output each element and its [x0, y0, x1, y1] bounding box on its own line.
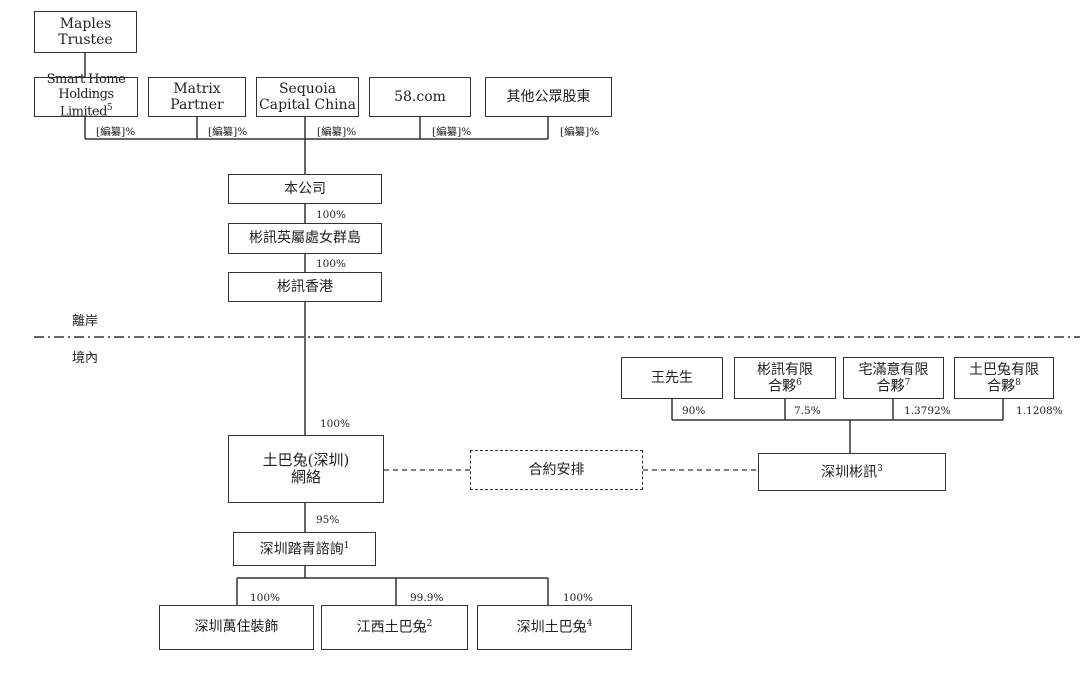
- other-shareholders-box: 其他公眾股東: [485, 77, 612, 117]
- zhaimanyi-lp-box: 宅滿意有限 合夥7: [843, 357, 944, 399]
- pct-taqing-to-jiangxi: 99.9%: [410, 592, 444, 604]
- maples-line1: Maples: [59, 15, 112, 32]
- maples-trustee-box: Maples Trustee: [34, 11, 137, 53]
- binxun-lp-line2: 合夥6: [768, 377, 802, 395]
- smart-home-line1: Smart Home: [46, 72, 126, 88]
- hk-box: 彬訊香港: [228, 272, 382, 302]
- footnote-marker: 4: [586, 619, 593, 630]
- pct-tubatu-lp: 1.1208%: [1016, 405, 1063, 417]
- jiangxi-tubatu-box: 江西土巴兔2: [321, 605, 468, 650]
- pct-taqing-to-wanzhu: 100%: [250, 592, 281, 604]
- mr-wang-label: 王先生: [651, 369, 693, 386]
- binxun-lp-line1: 彬訊有限: [757, 361, 813, 378]
- wanzhu-decoration-box: 深圳萬住裝飾: [159, 605, 314, 650]
- tubatu-network-line2: 網絡: [290, 468, 321, 486]
- footnote-marker: 1: [343, 540, 350, 551]
- offshore-label: 離岸: [72, 314, 99, 329]
- footnote-marker: 8: [1015, 377, 1021, 388]
- bvi-label: 彬訊英屬處女群島: [249, 230, 361, 247]
- pct-zhaimanyi-lp: 1.3792%: [904, 405, 951, 417]
- bvi-box: 彬訊英屬處女群島: [228, 223, 382, 254]
- matrix-line1: Matrix: [173, 80, 221, 97]
- tubatu-shenzhen-network-box: 土巴兔(深圳) 網絡: [228, 435, 384, 503]
- jiangxi-label: 江西土巴兔2: [356, 619, 433, 636]
- taqing-label: 深圳踏青諮詢1: [259, 540, 350, 558]
- taqing-consulting-box: 深圳踏青諮詢1: [233, 532, 376, 566]
- footnote-marker: 5: [106, 103, 113, 114]
- sequoia-box: Sequoia Capital China: [256, 77, 359, 117]
- redacted-pct-sequoia: [編纂]%: [317, 126, 357, 138]
- mr-wang-box: 王先生: [621, 357, 723, 399]
- tubatu-lp-line2: 合夥8: [987, 377, 1021, 395]
- contractual-arrangement-box: 合約安排: [470, 450, 643, 490]
- other-shareholders-label: 其他公眾股東: [506, 88, 591, 105]
- tubatu-network-line1: 土巴兔(深圳): [262, 450, 350, 469]
- sz-binxun-label: 深圳彬訊3: [821, 463, 883, 481]
- pct-hk-to-tubatu: 100%: [320, 418, 351, 430]
- redacted-pct-smart-home: [編纂]%: [96, 126, 136, 138]
- company-label: 本公司: [284, 180, 326, 197]
- maples-line2: Trustee: [58, 32, 113, 48]
- footnote-marker: 6: [796, 377, 802, 388]
- smart-home-box: Smart Home Holdings Limited5: [34, 72, 138, 120]
- shenzhen-binxun-box: 深圳彬訊3: [758, 453, 946, 491]
- matrix-line2: Partner: [170, 97, 224, 113]
- pct-company-to-bvi: 100%: [316, 209, 347, 221]
- zhaimanyi-lp-line2: 合夥7: [876, 377, 911, 395]
- sequoia-line1: Sequoia: [278, 80, 337, 97]
- tubatu-lp-box: 土巴兔有限 合夥8: [954, 357, 1054, 399]
- company-box: 本公司: [228, 174, 382, 204]
- redacted-pct-58com: [編纂]%: [432, 126, 472, 138]
- redacted-pct-other: [編纂]%: [560, 126, 600, 138]
- pct-taqing-to-sz-tubatu: 100%: [563, 592, 594, 604]
- footnote-marker: 7: [904, 377, 911, 388]
- pct-bvi-to-hk: 100%: [316, 258, 347, 270]
- hk-label: 彬訊香港: [277, 278, 333, 295]
- sequoia-line2: Capital China: [259, 97, 356, 113]
- binxun-lp-box: 彬訊有限 合夥6: [734, 357, 836, 399]
- onshore-label: 境內: [72, 351, 99, 366]
- footnote-marker: 3: [877, 463, 883, 474]
- pct-wang: 90%: [682, 405, 706, 417]
- zhaimanyi-lp-line1: 宅滿意有限: [858, 361, 929, 378]
- shenzhen-tubatu-box: 深圳土巴兔4: [477, 605, 632, 650]
- 58com-box: 58.com: [369, 77, 471, 117]
- pct-binxun-lp: 7.5%: [794, 405, 821, 417]
- wanzhu-label: 深圳萬住裝飾: [194, 619, 279, 636]
- sz-tubatu-label: 深圳土巴兔4: [516, 619, 593, 636]
- footnote-marker: 2: [426, 619, 433, 630]
- pct-tubatu-to-taqing: 95%: [316, 514, 340, 526]
- matrix-partner-box: Matrix Partner: [148, 77, 246, 117]
- 58com-label: 58.com: [394, 88, 446, 105]
- redacted-pct-matrix: [編纂]%: [208, 126, 248, 138]
- smart-home-line2: Holdings Limited5: [58, 87, 114, 120]
- tubatu-lp-line1: 土巴兔有限: [969, 361, 1039, 378]
- contract-label: 合約安排: [528, 461, 585, 478]
